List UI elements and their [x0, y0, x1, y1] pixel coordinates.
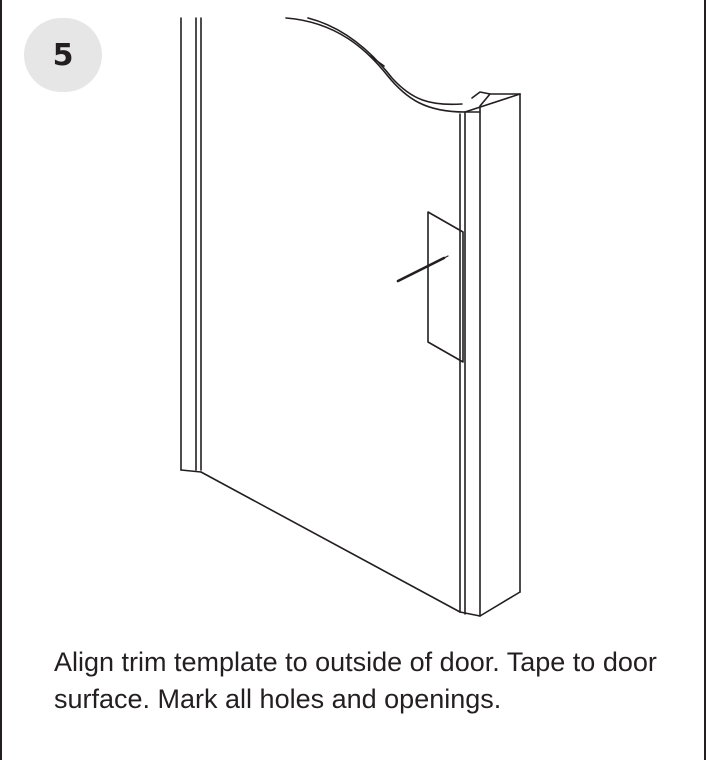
- door-top-corner: [464, 93, 521, 113]
- door-with-trim-template-icon: [180, 17, 521, 617]
- door-bottom-edge: [200, 471, 461, 613]
- door-bottom-corner: [459, 611, 481, 617]
- trim-template-sheet: [427, 211, 464, 363]
- door-top-curve-inner: [307, 17, 463, 106]
- door-top-slant: [464, 93, 521, 113]
- door-left-bottom: [180, 469, 202, 473]
- step-instruction-text: Align trim template to outside of door. …: [54, 647, 657, 714]
- marking-awl-tip: [443, 255, 449, 259]
- step-number-badge: 5: [24, 18, 102, 92]
- step-number: 5: [52, 37, 74, 73]
- door-top-corner-notch: [471, 91, 491, 99]
- marking-awl: [396, 256, 446, 283]
- door-top-curve: [285, 17, 466, 113]
- door-top-curve-joint: [369, 55, 385, 67]
- door-bottom-slant: [479, 591, 521, 617]
